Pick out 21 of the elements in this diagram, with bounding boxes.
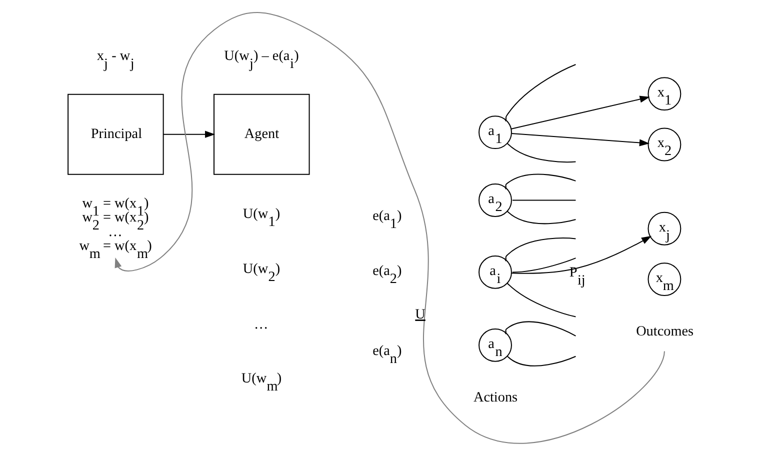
- connector: [512, 258, 576, 273]
- connector: [504, 174, 576, 190]
- connector: [512, 200, 576, 201]
- connector: [507, 211, 576, 224]
- connector: [507, 356, 576, 366]
- node-text: Outcomes: [636, 324, 694, 340]
- connector: [504, 321, 576, 336]
- arrow: [511, 236, 652, 274]
- label: …: [254, 316, 268, 333]
- edge-label: U: [415, 306, 426, 323]
- arrow: [163, 130, 216, 138]
- connector: [504, 64, 576, 122]
- connector: [504, 238, 576, 262]
- connector: [507, 282, 576, 318]
- label: Actions: [473, 390, 518, 406]
- connector: [507, 143, 576, 163]
- arrow: [511, 96, 650, 130]
- arrow: [512, 132, 650, 146]
- arrow: [114, 12, 665, 444]
- node-box: Principal: [68, 94, 164, 175]
- node-box: Agent: [214, 94, 310, 175]
